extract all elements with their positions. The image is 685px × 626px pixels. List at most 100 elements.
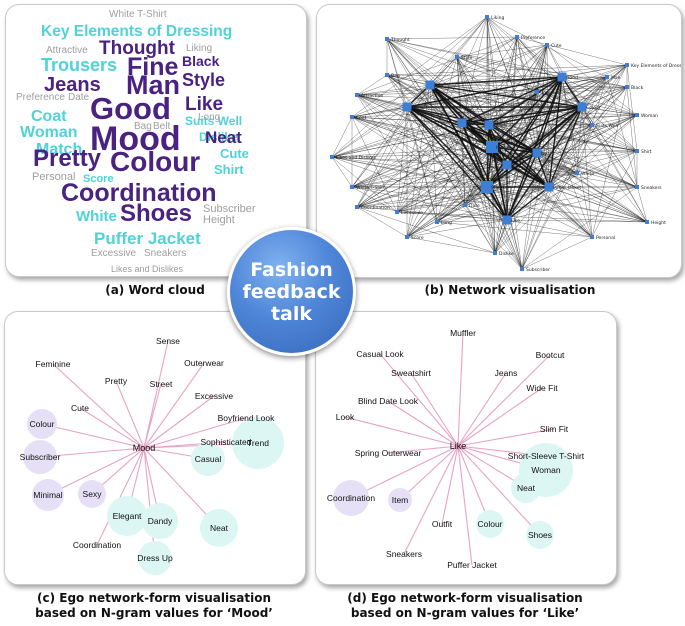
ego-bubbles bbox=[23, 409, 284, 575]
network-edge bbox=[396, 122, 463, 213]
network-edge bbox=[356, 186, 550, 208]
network-edge bbox=[396, 152, 538, 213]
word-mood: Mood bbox=[90, 120, 181, 158]
edge-colour bbox=[41, 423, 145, 449]
network-edge bbox=[429, 76, 563, 86]
edge-feminine bbox=[52, 363, 145, 449]
network-label-white-t-shirt: White T-Shirt bbox=[356, 185, 385, 191]
network-edge bbox=[386, 36, 518, 40]
network-node-cute bbox=[545, 43, 549, 47]
network-edge bbox=[356, 84, 431, 208]
network-edge bbox=[486, 150, 638, 188]
network-edge bbox=[356, 186, 488, 208]
network-label-mood: Mood bbox=[496, 145, 508, 151]
bubble-trend bbox=[232, 417, 284, 469]
word-match: Match bbox=[36, 141, 83, 158]
network-edge bbox=[521, 64, 628, 270]
caption-ego-like: (d) Ego network-form visualisation based… bbox=[347, 591, 583, 620]
network-edge bbox=[351, 116, 508, 166]
node-label-dandy: Dandy bbox=[148, 516, 173, 526]
network-edge bbox=[486, 91, 538, 188]
network-label-white: White bbox=[581, 171, 594, 177]
node-label-subscriber: Subscriber bbox=[20, 452, 61, 462]
network-edge bbox=[429, 16, 488, 86]
network-edge bbox=[356, 206, 408, 238]
node-label-sweatshirt: Sweatshirt bbox=[391, 368, 431, 378]
network-edge bbox=[331, 76, 563, 158]
network-edge bbox=[486, 16, 563, 78]
edge-look bbox=[344, 416, 459, 447]
network-edge bbox=[536, 91, 583, 108]
network-edge bbox=[356, 84, 431, 96]
network-edge bbox=[561, 76, 638, 152]
word-black: Black bbox=[182, 53, 220, 69]
network-edge bbox=[461, 64, 628, 124]
network-edge bbox=[536, 152, 638, 188]
network-edge bbox=[521, 76, 563, 270]
network-edge bbox=[351, 116, 398, 213]
network-edge bbox=[506, 152, 538, 221]
network-label-thought: Thought bbox=[390, 37, 410, 43]
node-label-slim-fit: Slim Fit bbox=[540, 424, 569, 434]
network-edge bbox=[581, 76, 608, 108]
network-edge bbox=[516, 36, 583, 108]
network-node-dislike bbox=[493, 251, 497, 255]
network-edges bbox=[331, 16, 648, 270]
network-edge bbox=[436, 186, 638, 223]
network-edge bbox=[488, 91, 538, 126]
word-score: Score bbox=[83, 173, 114, 185]
network-edge bbox=[406, 106, 583, 238]
network-edge bbox=[351, 116, 508, 221]
network-edge bbox=[406, 186, 550, 238]
network-label-sneakers: Sneakers bbox=[641, 185, 662, 191]
network-edge bbox=[521, 186, 638, 270]
network-edge bbox=[464, 204, 508, 221]
network-node-bag bbox=[385, 73, 389, 77]
network-node-mood bbox=[486, 141, 498, 153]
network-node-suits-well bbox=[590, 123, 594, 127]
network-node-personal bbox=[590, 235, 594, 239]
network-edge bbox=[331, 76, 608, 158]
network-edge bbox=[488, 124, 550, 188]
network-edge bbox=[429, 76, 608, 86]
network-node-subscriber bbox=[520, 267, 524, 271]
network-node-trousers bbox=[535, 90, 539, 94]
fashion-feedback-badge: Fashion feedback talk bbox=[227, 227, 356, 356]
network-edge bbox=[494, 186, 550, 254]
network-edge bbox=[536, 114, 638, 154]
word-white: White bbox=[76, 208, 117, 225]
network-label-shoes: Shoes bbox=[491, 185, 505, 191]
word-preference: Preference bbox=[16, 92, 65, 103]
network-edge bbox=[429, 84, 538, 93]
node-label-sneakers: Sneakers bbox=[386, 549, 422, 559]
network-label-personal: Personal bbox=[596, 235, 615, 241]
network-edge bbox=[581, 106, 638, 116]
network-edge bbox=[506, 219, 593, 238]
network-node-shirt bbox=[635, 149, 639, 153]
network-edge bbox=[356, 204, 466, 208]
network-edge bbox=[461, 122, 578, 174]
network-label-puffer-jacket: Puffer Jacket bbox=[553, 185, 581, 191]
network-edge bbox=[429, 84, 628, 88]
network-edge bbox=[406, 106, 508, 221]
network-edge bbox=[331, 124, 490, 158]
word-date: Date bbox=[68, 92, 90, 103]
ego-edges bbox=[344, 332, 555, 566]
network-edge bbox=[506, 91, 538, 166]
network-edge bbox=[464, 204, 496, 254]
network-label-shirt: Shirt bbox=[641, 149, 652, 155]
network-node-white-t-shirt bbox=[350, 185, 354, 189]
network-edge bbox=[436, 219, 508, 223]
edge-casual-look bbox=[379, 353, 459, 447]
node-label-coordination: Coordination bbox=[327, 493, 375, 503]
node-label-cute: Cute bbox=[71, 403, 89, 413]
network-edge bbox=[506, 106, 583, 221]
network-edge bbox=[581, 106, 638, 188]
network-label-style: Style bbox=[461, 55, 473, 61]
network-label-excessive: Excessive bbox=[401, 210, 423, 216]
network-node-jeans bbox=[402, 102, 412, 112]
network-edge bbox=[406, 164, 508, 238]
